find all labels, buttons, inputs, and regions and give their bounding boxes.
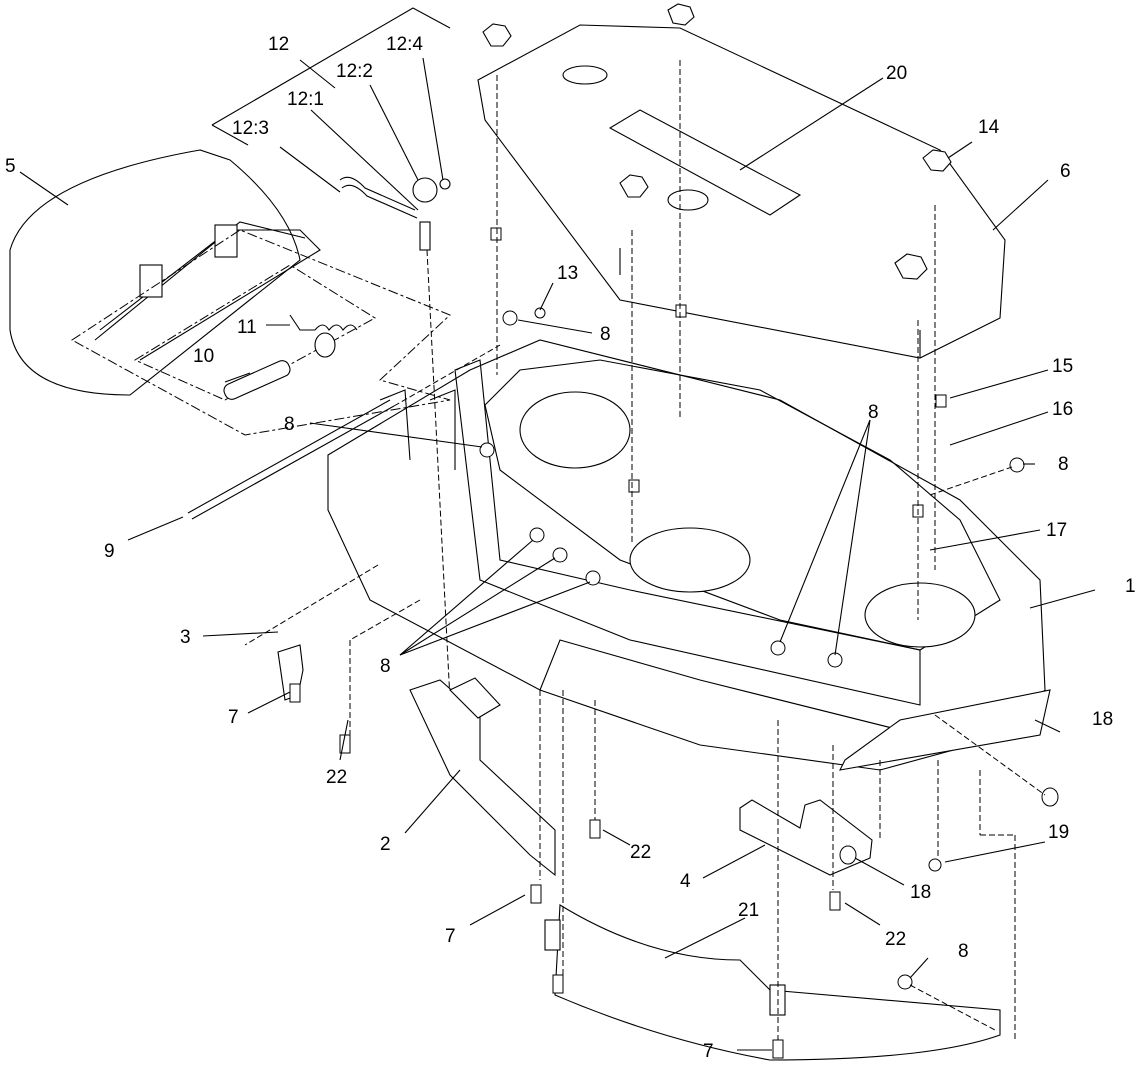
chute-inner-outline: [133, 264, 376, 401]
chute-hidden-outline: [71, 229, 451, 436]
alignment-lines: [244, 60, 1046, 1040]
callout-11: 11: [237, 317, 257, 338]
baffle-part-21: [544, 904, 1001, 1061]
callout-labels: 1 2 3 4 5 6 7 7 7 8 8 8 8 8 8 9 10 11 12…: [5, 34, 1136, 1062]
baffle-part-4: [739, 799, 873, 876]
callout-14: 14: [978, 117, 1000, 138]
callout-21: 21: [738, 900, 759, 921]
callout-15: 15: [1052, 356, 1073, 377]
bracket-part-2: [409, 677, 556, 877]
callout-12-4: 12:4: [386, 34, 423, 55]
callout-6: 6: [1060, 161, 1071, 182]
callout-8d: 8: [868, 402, 879, 423]
callout-7b: 7: [445, 926, 456, 947]
callout-4: 4: [680, 871, 691, 892]
callout-18b: 18: [910, 882, 931, 903]
callout-2: 2: [380, 834, 391, 855]
callout-7c: 7: [703, 1041, 714, 1062]
callout-22a: 22: [326, 767, 347, 788]
top-cover-part-6: [477, 24, 1006, 359]
callout-12: 12: [268, 34, 289, 55]
discharge-chute-part-5: [9, 149, 321, 396]
knob-part-14: [482, 3, 952, 280]
callout-5: 5: [5, 156, 16, 177]
callout-19: 19: [1048, 822, 1069, 843]
callout-22c: 22: [885, 929, 906, 950]
callout-16: 16: [1052, 399, 1073, 420]
callout-8c: 8: [600, 324, 611, 345]
callout-9: 9: [104, 541, 115, 562]
mower-deck-part-1: [327, 339, 1051, 771]
callout-12-3: 12:3: [232, 118, 269, 139]
callout-10: 10: [193, 346, 214, 367]
callout-18a: 18: [1092, 709, 1113, 730]
callout-20: 20: [886, 63, 907, 84]
callout-8a: 8: [284, 414, 295, 435]
switch-assembly-part-12: [339, 176, 451, 701]
callout-1: 1: [1125, 576, 1136, 597]
roller-part-10: [223, 360, 291, 400]
spring-part-11: [289, 314, 358, 358]
callout-7a: 7: [228, 707, 239, 728]
rod-part-9: [187, 399, 391, 514]
callout-8e: 8: [1058, 454, 1069, 475]
callout-12-2: 12:2: [336, 61, 373, 82]
leader-lines: [19, 57, 1096, 1051]
callout-8f: 8: [958, 941, 969, 962]
callout-8b: 8: [380, 656, 391, 677]
callout-13: 13: [557, 263, 578, 284]
callout-3: 3: [180, 627, 191, 648]
callout-17: 17: [1046, 520, 1067, 541]
assembly-bracket: [211, 7, 451, 126]
callout-12-1: 12:1: [287, 89, 324, 110]
callout-22b: 22: [630, 842, 651, 863]
